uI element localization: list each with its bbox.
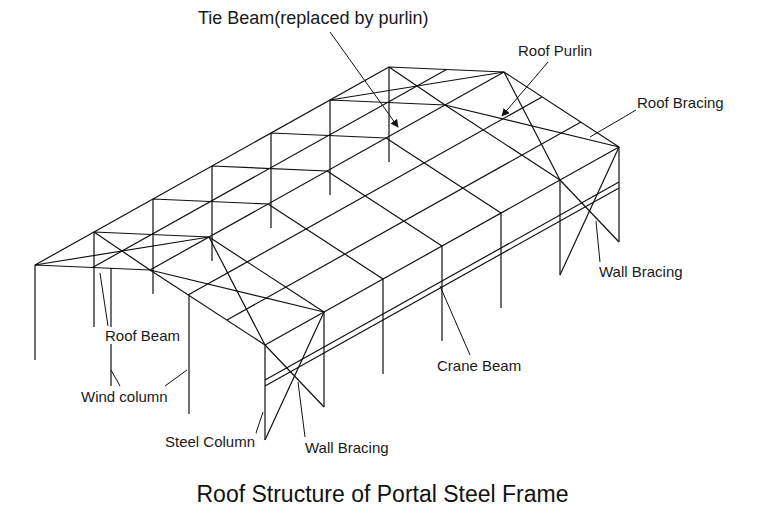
part-label: Roof Beam [104, 327, 181, 344]
part-label: Roof Bracing [636, 94, 725, 111]
ridge-beam [150, 72, 504, 270]
leader-line [330, 32, 398, 127]
roof-bracing [504, 72, 560, 180]
leader-line [502, 62, 548, 116]
portal-frame [94, 232, 324, 407]
roof-purlin [227, 122, 581, 320]
part-label: Wall Bracing [304, 439, 390, 456]
crane-beam [265, 182, 619, 380]
leader-line [100, 273, 108, 326]
leader-line [255, 412, 263, 436]
wall-bracing [265, 312, 324, 440]
wind-column [188, 296, 189, 414]
roof-purlin [93, 70, 447, 268]
portal-frame [330, 100, 560, 275]
leader-line [165, 370, 187, 386]
crane-beam [265, 188, 619, 386]
part-label: Roof Purlin [517, 42, 593, 59]
part-label: Steel Column [164, 433, 256, 450]
roof-bracing [389, 67, 445, 105]
portal-frame [271, 133, 501, 308]
wall-bracing [560, 147, 619, 275]
roof-bracing [209, 237, 265, 345]
caption: Roof Structure of Portal Steel Frame [0, 481, 765, 509]
leader-line [596, 221, 600, 262]
eave-beam [265, 147, 619, 345]
leader-line [590, 110, 636, 137]
roof-bracing [94, 232, 150, 270]
portal-frame [389, 67, 619, 242]
part-label: Wall Bracing [598, 263, 684, 280]
leader-line [111, 370, 120, 386]
leader-line [440, 286, 470, 355]
portal-frame [212, 166, 442, 341]
part-label: Wind column [80, 388, 169, 405]
part-label: Crane Beam [436, 357, 522, 374]
roof-purlin [188, 97, 542, 295]
part-label: Tie Beam(replaced by purlin) [197, 8, 429, 29]
portal-frame [35, 265, 265, 440]
leader-line [298, 382, 305, 437]
